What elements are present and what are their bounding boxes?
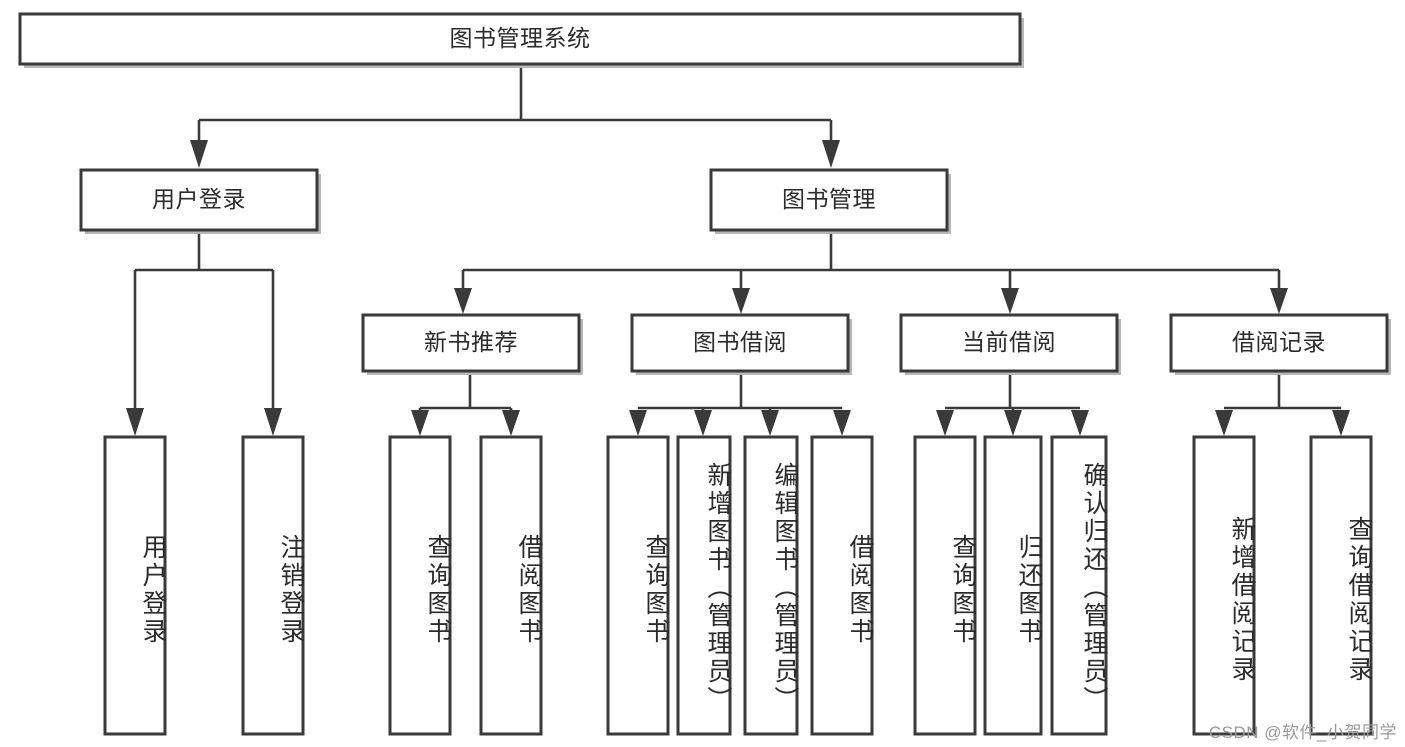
arrow-br-leaf2 — [1332, 410, 1350, 436]
csdn-watermark: CSDN @软件_小贺同学 — [1208, 723, 1397, 742]
arrow-bb-leaf2 — [694, 410, 712, 436]
arrow-bb-leaf1 — [629, 410, 647, 436]
connector-group-newbookrec — [411, 375, 520, 436]
leaf-query-book-1-box[interactable] — [388, 435, 452, 736]
leaf-borrow-book-2-box[interactable] — [810, 435, 874, 736]
connector-group-userlogin — [126, 232, 282, 436]
leaf-query-book-3-box[interactable] — [913, 435, 977, 736]
connector-group-currentborrow — [936, 375, 1089, 436]
leaf-query-book-2-box[interactable] — [606, 435, 670, 736]
leaf-add-book-box[interactable] — [676, 435, 732, 736]
arrow-cb-leaf2 — [1004, 410, 1022, 436]
user-login-box[interactable] — [79, 168, 319, 232]
arrow-bb-leaf3 — [761, 410, 779, 436]
leaf-borrow-book-1-box[interactable] — [479, 435, 543, 736]
arrow-userlogin-leaf2 — [264, 408, 282, 436]
connector-group-root — [190, 66, 840, 168]
arrow-bm-bookborrow — [732, 288, 750, 314]
arrow-nbr-leaf1 — [411, 410, 429, 436]
borrow-record-box[interactable] — [1169, 313, 1389, 373]
connector-group-bookmanage — [454, 232, 1288, 314]
leaf-confirm-return-box[interactable] — [1050, 435, 1108, 736]
book-borrow-box[interactable] — [630, 313, 850, 373]
arrow-root-to-userlogin — [190, 140, 208, 168]
arrow-bb-leaf4 — [833, 410, 851, 436]
book-manage-box[interactable] — [709, 168, 949, 232]
arrow-nbr-leaf2 — [502, 410, 520, 436]
arrow-root-to-bookmanage — [822, 140, 840, 168]
connector-group-borrowrecord — [1215, 375, 1350, 436]
arrow-cb-leaf3 — [1071, 410, 1089, 436]
arrow-bm-currentborrow — [1001, 288, 1019, 314]
root-box[interactable] — [18, 12, 1022, 66]
arrow-cb-leaf1 — [936, 410, 954, 436]
arrow-bm-borrowrecord — [1270, 288, 1288, 314]
leaf-return-book-box[interactable] — [983, 435, 1043, 736]
leaf-add-record-box[interactable] — [1192, 435, 1256, 736]
leaf-query-record-box[interactable] — [1309, 435, 1373, 736]
leaf-edit-book-box[interactable] — [743, 435, 799, 736]
arrow-bm-newbook — [454, 288, 472, 314]
connector-group-bookborrow — [629, 375, 851, 436]
current-borrow-box[interactable] — [899, 313, 1119, 373]
leaf-logout-box[interactable] — [241, 435, 305, 736]
arrow-br-leaf1 — [1215, 410, 1233, 436]
new-book-rec-box[interactable] — [361, 313, 581, 373]
leaf-user-login-box[interactable] — [103, 435, 167, 736]
arrow-userlogin-leaf1 — [126, 408, 144, 436]
